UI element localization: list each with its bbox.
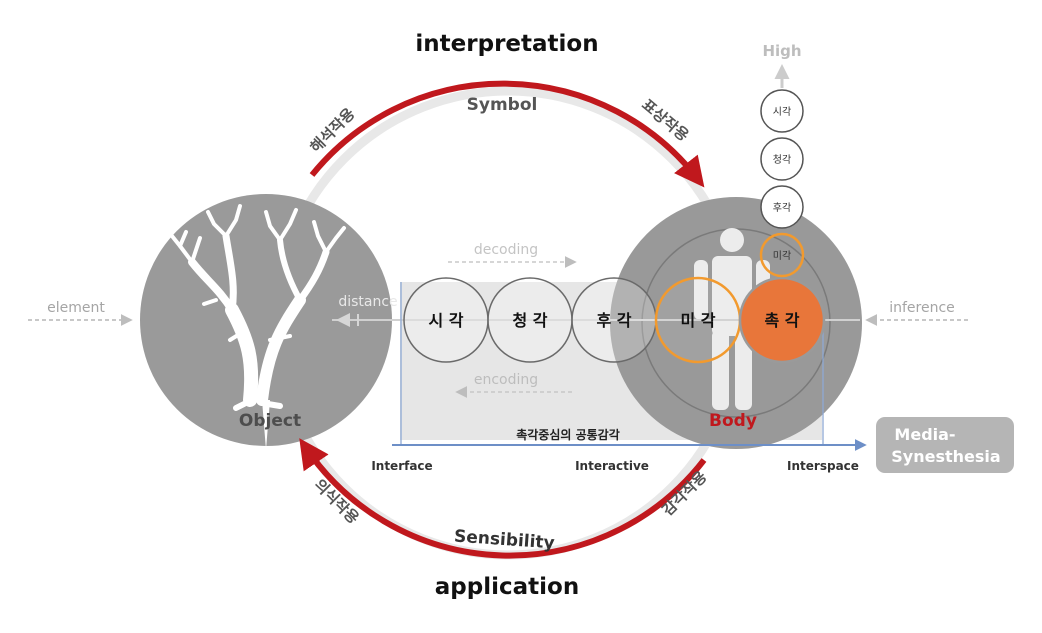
object-label: Object <box>239 411 301 431</box>
symbol-label: Symbol <box>467 95 538 115</box>
hierarchy-circle <box>760 137 804 181</box>
distance-arrowhead <box>336 313 350 327</box>
object-circle <box>140 194 392 446</box>
bottom-red-arc <box>299 438 707 559</box>
tick-interspace: Interspace <box>787 459 859 473</box>
hierarchy-label: 미각 <box>773 250 791 262</box>
sense-item: 청 각 <box>487 277 573 363</box>
decoding-label: decoding <box>474 242 538 258</box>
encoding-label: encoding <box>474 372 538 388</box>
media-synesthesia-box <box>876 417 1014 473</box>
hierarchy-label: 시각 <box>773 106 791 118</box>
sense-circle <box>738 276 826 364</box>
media-box-line2: Synesthesia <box>891 447 1000 466</box>
hierarchy-circle <box>759 232 805 278</box>
tick-interactive: Interactive <box>575 459 649 473</box>
hierarchy-label: 청각 <box>773 154 791 166</box>
hierarchy-item: 미각 <box>759 232 805 278</box>
hierarchy-item: 시각 <box>760 89 804 133</box>
sense-label: 시 각 <box>428 311 463 330</box>
sense-label: 후 각 <box>596 311 631 330</box>
inference-label: inference <box>889 300 955 316</box>
hierarchy-label: 후각 <box>773 202 791 214</box>
axis-caption: 촉각중심의 공통감각 <box>516 427 620 442</box>
sense-item: 시 각 <box>403 277 489 363</box>
title-application: application <box>435 574 579 600</box>
distance-label: distance <box>338 294 397 310</box>
sense-item: 후 각 <box>571 277 657 363</box>
high-label: High <box>762 42 801 60</box>
element-label: element <box>47 300 105 316</box>
sense-item: 미 각 <box>654 276 742 364</box>
top-red-arc <box>309 80 705 188</box>
sense-label: 촉 각 <box>764 311 799 330</box>
tick-interface: Interface <box>371 459 432 473</box>
sense-label: 미 각 <box>680 311 715 330</box>
hierarchy-item: 청각 <box>760 137 804 181</box>
title-interpretation: interpretation <box>415 31 598 57</box>
tree-icon <box>170 204 346 411</box>
sense-item: 촉 각 <box>738 276 826 364</box>
object-notch <box>262 400 270 450</box>
body-label: Body <box>709 411 757 431</box>
hierarchy-circle <box>760 89 804 133</box>
hierarchy-item: 후각 <box>760 185 804 229</box>
hierarchy-circle <box>760 185 804 229</box>
sense-label: 청 각 <box>512 311 547 330</box>
media-box-line1: Media- <box>894 425 955 444</box>
